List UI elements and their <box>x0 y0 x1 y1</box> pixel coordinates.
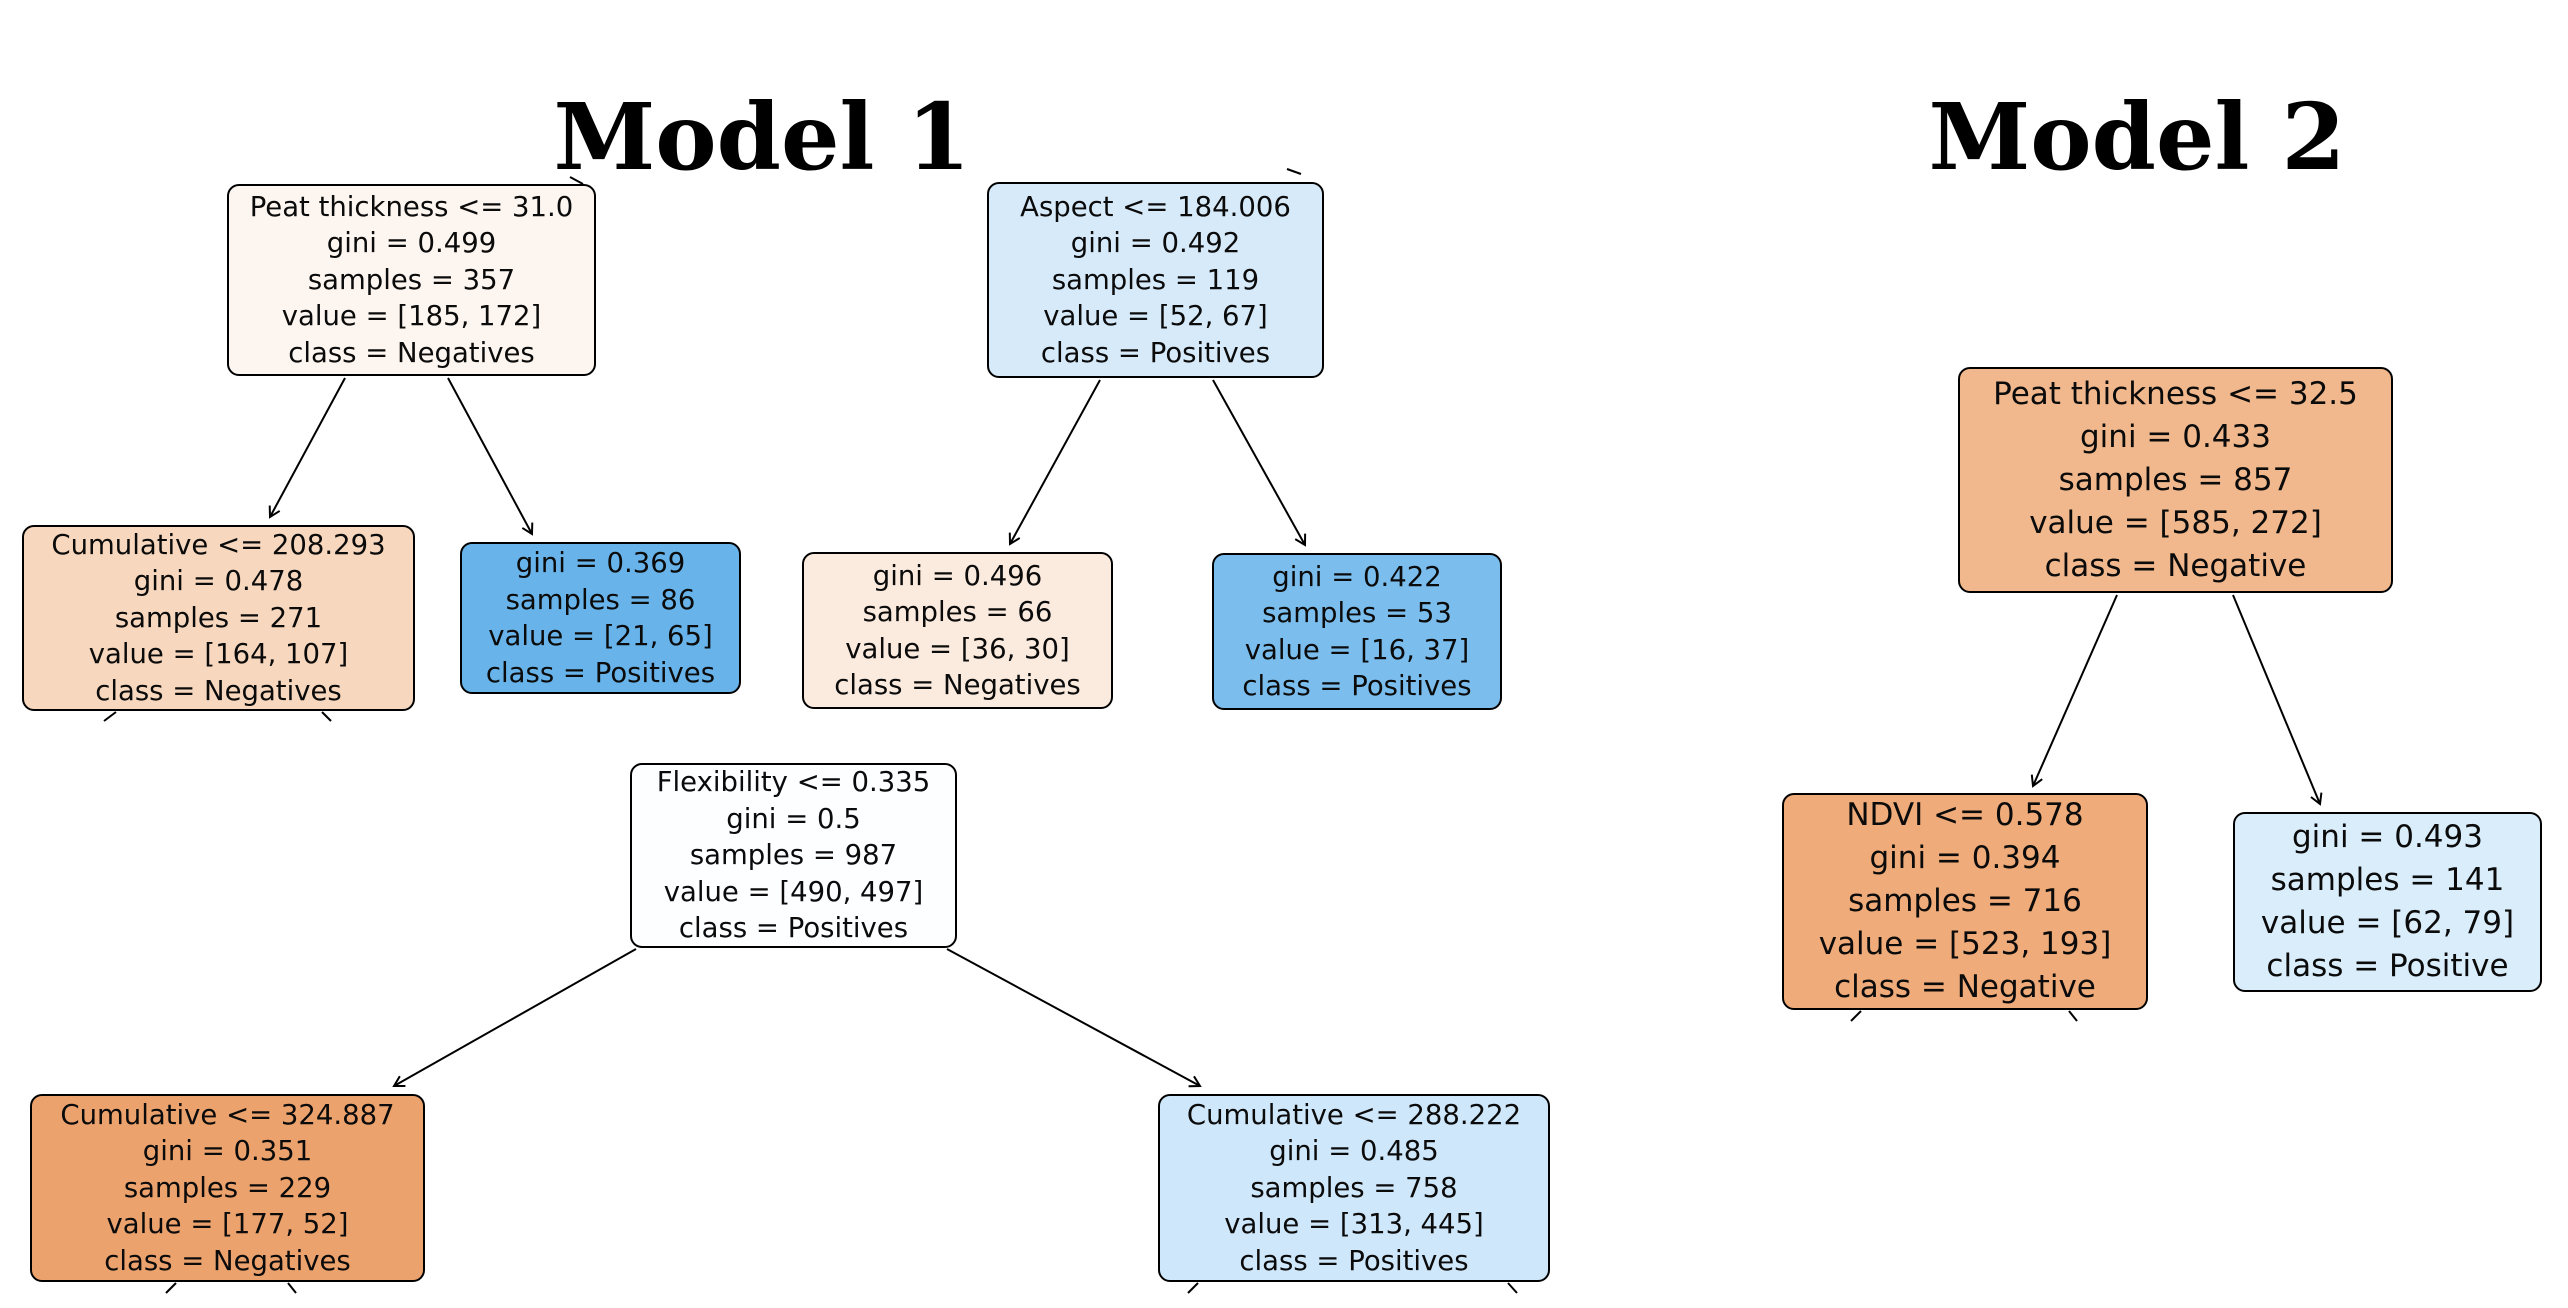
tree-node-m1t2_r: gini = 0.422 samples = 53 value = [16, 37]… <box>1212 553 1502 710</box>
node-line: samples = 119 <box>1051 263 1260 296</box>
node-line: samples = 357 <box>307 263 516 296</box>
model2-title: Model 2 <box>1928 82 2346 191</box>
node-line: value = [313, 445] <box>1224 1208 1484 1241</box>
node-line: gini = 0.394 <box>1869 840 2061 876</box>
node-line: class = Negatives <box>288 336 535 369</box>
node-line: Cumulative <= 288.222 <box>1186 1098 1522 1131</box>
truncated-edge-stub <box>2068 1010 2078 1022</box>
node-line: value = [16, 37] <box>1244 633 1470 666</box>
node-line: Cumulative <= 324.887 <box>60 1098 395 1131</box>
node-line: gini = 0.493 <box>2292 819 2483 855</box>
node-line: class = Positive <box>2266 948 2509 984</box>
node-line: class = Positives <box>678 912 909 945</box>
node-line: samples = 758 <box>1250 1171 1458 1204</box>
node-line: class = Positives <box>1242 670 1472 702</box>
node-line: class = Negative <box>2044 547 2307 584</box>
node-line: Flexibility <= 0.335 <box>656 766 931 799</box>
node-line: samples = 66 <box>862 596 1053 628</box>
truncated-edge-stub <box>1850 1010 1862 1022</box>
truncated-edge-stub <box>287 1282 297 1294</box>
node-line: class = Positives <box>485 656 716 689</box>
node-line: samples = 271 <box>114 601 323 634</box>
tree-node-m2_root: Peat thickness <= 32.5 gini = 0.433 sample… <box>1958 367 2393 593</box>
node-line: value = [164, 107] <box>88 638 349 671</box>
truncated-edge-stub <box>165 1282 177 1294</box>
truncated-edge-stub <box>103 711 117 722</box>
node-line: Peat thickness <= 31.0 <box>249 190 574 223</box>
tree-node-m1t2_l: gini = 0.496 samples = 66 value = [36, 30]… <box>802 552 1113 709</box>
truncated-edge-stub <box>1187 1282 1199 1294</box>
model1-title: Model 1 <box>553 82 971 191</box>
edge-m1t1_root-m1t1_l <box>268 377 346 519</box>
node-line: gini = 0.485 <box>1269 1135 1439 1168</box>
node-line: gini = 0.351 <box>142 1135 313 1168</box>
node-line: gini = 0.478 <box>133 565 304 598</box>
truncated-edge-stub <box>1286 168 1302 175</box>
truncated-edge-stub <box>569 176 584 185</box>
node-line: value = [177, 52] <box>106 1208 349 1241</box>
node-line: value = [21, 65] <box>488 620 713 652</box>
node-line: class = Positives <box>1040 336 1271 369</box>
node-line: samples = 229 <box>123 1171 332 1204</box>
truncated-edge-stub <box>321 711 332 722</box>
node-line: value = [585, 272] <box>2029 504 2322 541</box>
node-line: value = [523, 193] <box>1818 926 2112 962</box>
node-line: samples = 857 <box>2058 461 2293 498</box>
node-line: value = [52, 67] <box>1043 300 1268 333</box>
node-line: samples = 53 <box>1262 597 1452 629</box>
node-line: gini = 0.369 <box>515 547 686 579</box>
node-line: value = [62, 79] <box>2260 905 2515 941</box>
node-line: value = [490, 497] <box>663 875 924 908</box>
node-line: gini = 0.5 <box>726 802 861 835</box>
edge-m1t3_root-m1t3_r <box>946 948 1202 1088</box>
node-line: samples = 141 <box>2270 862 2505 898</box>
edge-m1t3_root-m1t3_l <box>392 948 637 1088</box>
node-line: gini = 0.422 <box>1272 560 1442 593</box>
node-line: value = [185, 172] <box>281 300 542 333</box>
node-line: class = Negatives <box>104 1244 351 1277</box>
node-line: gini = 0.492 <box>1070 227 1241 260</box>
node-line: class = Negative <box>1834 969 2096 1005</box>
node-line: gini = 0.433 <box>2080 418 2271 455</box>
node-line: NDVI <= 0.578 <box>1846 797 2084 833</box>
node-line: class = Negatives <box>834 669 1081 701</box>
edge-m1t2_root-m1t2_l <box>1008 379 1101 546</box>
node-line: samples = 86 <box>505 583 696 616</box>
node-line: value = [36, 30] <box>845 632 1070 665</box>
edge-m2_root-m2_r <box>2232 594 2323 806</box>
node-line: Aspect <= 184.006 <box>1020 190 1291 223</box>
node-line: class = Positives <box>1239 1244 1469 1277</box>
node-line: gini = 0.496 <box>872 559 1043 592</box>
node-line: class = Negatives <box>95 674 342 707</box>
node-line: samples = 716 <box>1848 883 2082 919</box>
node-line: gini = 0.499 <box>326 227 497 260</box>
tree-node-m1t1_r: gini = 0.369 samples = 86 value = [21, 65]… <box>460 542 741 694</box>
truncated-edge-stub <box>1507 1282 1518 1294</box>
edge-m1t1_root-m1t1_r <box>447 377 534 536</box>
edge-m2_root-m2_l <box>2030 594 2118 788</box>
node-line: Cumulative <= 208.293 <box>51 528 386 561</box>
node-line: Peat thickness <= 32.5 <box>1993 375 2358 412</box>
tree-node-m2_r: gini = 0.493 samples = 141 value = [62, 79… <box>2233 812 2542 992</box>
node-line: samples = 987 <box>689 839 898 872</box>
tree-node-m2_l: NDVI <= 0.578 gini = 0.394 samples = 716 va… <box>1782 793 2148 1010</box>
edge-m1t2_root-m1t2_r <box>1212 379 1307 547</box>
